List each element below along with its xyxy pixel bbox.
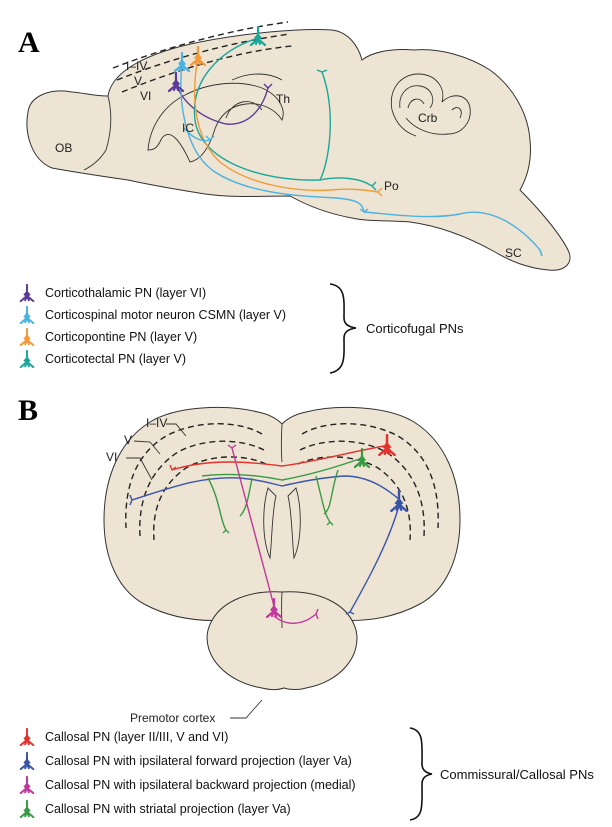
legend-a-neuron-icon-2 [21, 307, 34, 323]
legend-a-neuron-icon-1 [21, 285, 34, 301]
legend-b-item-3: Callosal PN with ipsilateral backward pr… [45, 778, 356, 792]
legend-b: Callosal PN (layer II/III, V and VI) Cal… [21, 729, 356, 817]
label-layers-1-4-b: I–IV [146, 416, 167, 430]
group-label-b: Commissural/Callosal PNs [440, 767, 594, 782]
label-internal-capsule: IC [182, 121, 194, 135]
panel-letter-a: A [18, 26, 40, 59]
legend-b-neuron-icon-4 [21, 801, 34, 817]
legend-b-neuron-icon-2 [21, 753, 34, 769]
group-label-a: Corticofugal PNs [366, 321, 464, 336]
label-cerebellum: Crb [418, 111, 438, 125]
legend-a-item-3: Corticopontine PN (layer V) [45, 330, 197, 344]
legend-a-item-4: Corticotectal PN (layer V) [45, 352, 186, 366]
label-spinal-cord: SC [505, 246, 522, 260]
legend-b-item-4: Callosal PN with striatal projection (la… [45, 802, 291, 816]
legend-a-item-2: Corticospinal motor neuron CSMN (layer V… [45, 308, 286, 322]
brace-b [410, 728, 432, 820]
label-layers-1-4-a: I–IV [126, 59, 147, 73]
legend-b-item-1: Callosal PN (layer II/III, V and VI) [45, 730, 228, 744]
label-layer-5-b: V [124, 433, 132, 447]
label-layer-6-b: VI [106, 450, 117, 464]
legend-a: Corticothalamic PN (layer VI) Corticospi… [21, 285, 286, 367]
legend-b-item-2: Callosal PN with ipsilateral forward pro… [45, 754, 352, 768]
panel-letter-b: B [18, 394, 38, 427]
label-pons: Po [384, 179, 399, 193]
label-layer-5-a: V [134, 74, 142, 88]
sagittal-brain-outline [27, 30, 570, 271]
label-olfactory-bulb: OB [55, 141, 72, 155]
premotor-leader-line [230, 700, 262, 718]
legend-a-neuron-icon-3 [21, 329, 34, 345]
legend-a-neuron-icon-4 [21, 351, 34, 367]
label-layer-6-a: VI [140, 89, 151, 103]
label-thalamus: Th [276, 92, 290, 106]
legend-b-neuron-icon-1 [21, 729, 34, 745]
legend-a-item-1: Corticothalamic PN (layer VI) [45, 286, 206, 300]
legend-b-neuron-icon-3 [21, 777, 34, 793]
label-premotor-cortex: Premotor cortex [130, 711, 215, 725]
brace-a [330, 284, 356, 373]
